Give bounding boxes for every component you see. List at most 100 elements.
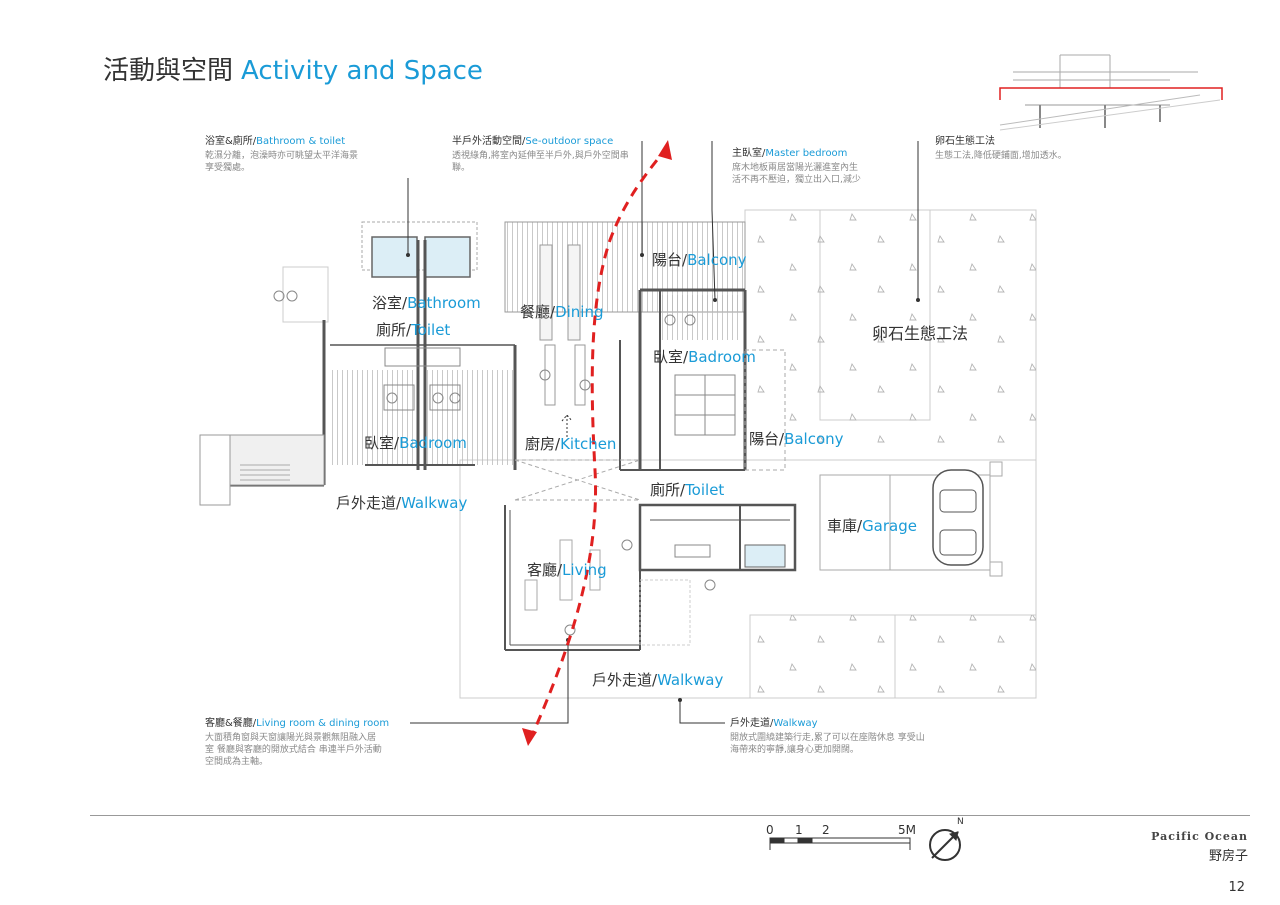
room-living-zh: 客廳/: [527, 561, 563, 579]
callout-master-zh: 主臥室/: [732, 148, 766, 159]
callout-pebble-zh: 卵石生態工法: [935, 136, 995, 147]
room-kitchen-zh: 廚房/: [525, 435, 561, 453]
north-arrow-icon: [929, 829, 961, 861]
callout-walkway-zh: 戶外走道/: [730, 718, 774, 729]
center-walls: [539, 244, 747, 471]
room-label-living: 客廳/Living: [527, 559, 607, 580]
callout-outdoor-body-1: 透視綠角,將室內延伸至半戶外,與戶外空間串: [452, 151, 629, 161]
callout-living-body-2: 室 餐廳與客廳的開放式結合 串連半戶外活動: [205, 745, 382, 755]
callout-outdoor-body-2: 聯。: [452, 163, 471, 173]
activity-path: [528, 149, 667, 741]
activity-path-arrow-top: [658, 140, 672, 160]
callout-bathroom-zh: 浴室&廁所/: [205, 136, 257, 147]
page-number: 12: [1228, 880, 1245, 895]
callout-bathroom: 浴室&廁所/Bathroom & toilet 乾濕分離，泡澡時亦可眺望太平洋海…: [205, 135, 358, 174]
callout-walkway-body-1: 開放式圍繞建築行走,累了可以在座階休息 享受山: [730, 733, 925, 743]
brand-en: Pacific Ocean: [1151, 830, 1248, 843]
callout-pebble-body-1: 生態工法,降低硬鋪面,增加透水。: [935, 151, 1067, 161]
callout-master-body-1: 席木地板兩居當陽光灑進室內生: [732, 163, 859, 173]
callout-bathroom-body-1: 乾濕分離，泡澡時亦可眺望太平洋海景: [205, 151, 359, 161]
room-label-toilet-mid: 廁所/Toilet: [650, 479, 724, 500]
up-arrow-icon: [561, 414, 573, 440]
room-bedroom-left-zh: 臥室/: [364, 434, 400, 452]
room-balcony-top-en: Balcony: [687, 251, 747, 269]
room-label-bedroom-right: 臥室/Badroom: [653, 346, 756, 367]
room-garage-zh: 車庫/: [827, 517, 863, 535]
room-bathroom-zh: 浴室/: [372, 294, 408, 312]
room-label-bathroom: 浴室/Bathroom: [372, 292, 481, 313]
callout-outdoor-zh: 半戶外活動空間/: [452, 136, 526, 147]
section-key-plan: [999, 54, 1223, 131]
room-walkway-bottom-en: Walkway: [657, 671, 724, 689]
callout-master-en: Master bedroom: [765, 148, 848, 159]
pebble-area-top: [745, 210, 1036, 460]
people-icons: [273, 290, 716, 636]
callout-walkway: 戶外走道/Walkway 開放式圍繞建築行走,累了可以在座階休息 享受山海帶來的…: [730, 717, 925, 756]
pebble-area-bottom: [750, 615, 1036, 698]
callout-walkway-en: Walkway: [773, 718, 818, 729]
callout-master: 主臥室/Master bedroom 席木地板兩居當陽光灑進室內生活不再不壓迫，…: [732, 147, 861, 186]
callout-walkway-body-2: 海帶來的寧靜,讓身心更加開闊。: [730, 745, 859, 755]
room-walkway-bottom-zh: 戶外走道/: [592, 671, 658, 689]
brand: Pacific Ocean 野房子: [1151, 830, 1248, 864]
room-balcony-top-zh: 陽台/: [652, 251, 688, 269]
room-walkway-left-en: Walkway: [401, 494, 468, 512]
room-label-pebble: 卵石生態工法: [872, 320, 968, 344]
callout-pebble: 卵石生態工法 生態工法,降低硬鋪面,增加透水。: [935, 135, 1067, 162]
room-bathroom-en: Bathroom: [407, 294, 481, 312]
room-label-balcony-mid: 陽台/Balcony: [749, 428, 844, 449]
page-title-zh: 活動與空間: [103, 56, 234, 86]
car-icon: [932, 469, 984, 566]
brand-zh: 野房子: [1208, 849, 1248, 864]
toilet-block: [638, 503, 797, 572]
room-walkway-left-zh: 戶外走道/: [336, 494, 402, 512]
callout-bathroom-en: Bathroom & toilet: [256, 136, 346, 147]
activity-path-arrow-bottom: [522, 728, 537, 746]
room-dining-zh: 餐廳/: [520, 303, 556, 321]
room-dining-en: Dining: [555, 303, 604, 321]
room-living-en: Living: [562, 561, 607, 579]
callout-outdoor: 半戶外活動空間/Se-outdoor space 透視綠角,將室內延伸至半戶外,…: [452, 135, 629, 174]
circulation-dashed: [514, 349, 786, 501]
callout-bathroom-body-2: 享受獨處。: [205, 163, 251, 173]
callout-outdoor-en: Se-outdoor space: [525, 136, 614, 147]
room-label-toilet-left: 廁所/Toilet: [376, 319, 450, 340]
deck-bedroom-left: [330, 370, 420, 465]
room-pebble-zh: 卵石生態工法: [872, 324, 969, 343]
room-bedroom-left-en: Badroom: [399, 434, 467, 452]
scale-label-5m: 5M: [898, 823, 916, 837]
scale-label-0: 0: [766, 823, 774, 837]
room-toilet-mid-en: Toilet: [685, 481, 725, 499]
callout-living: 客廳&餐廳/Living room & dining room 大面積角窗與天窗…: [205, 717, 389, 768]
room-label-balcony-top: 陽台/Balcony: [652, 249, 747, 270]
callout-living-body-1: 大面積角窗與天窗讓陽光與景觀無阻融入居: [205, 733, 377, 743]
deck-bedroom-left-2: [425, 370, 515, 465]
north-label: N: [957, 817, 964, 827]
room-bedroom-right-zh: 臥室/: [653, 348, 689, 366]
room-bedroom-right-en: Badroom: [688, 348, 756, 366]
room-balcony-mid-en: Balcony: [784, 430, 844, 448]
room-toilet-left-en: Toilet: [411, 321, 451, 339]
callout-living-en: Living room & dining room: [256, 718, 390, 729]
room-garage-en: Garage: [862, 517, 917, 535]
room-kitchen-en: Kitchen: [560, 435, 617, 453]
callout-master-body-2: 活不再不壓迫，獨立出入口,減少: [732, 175, 861, 185]
room-label-bedroom-left: 臥室/Badroom: [364, 432, 467, 453]
room-label-dining: 餐廳/Dining: [520, 301, 603, 322]
room-balcony-mid-zh: 陽台/: [749, 430, 785, 448]
stairs: [240, 464, 290, 481]
leader-lines: [407, 141, 919, 724]
scale-bar: [769, 837, 911, 850]
deck-master: [660, 295, 740, 340]
callout-living-body-3: 空間成為主軸。: [205, 757, 269, 767]
scale-label-1: 1: [795, 823, 803, 837]
room-label-garage: 車庫/Garage: [827, 515, 917, 536]
footer-divider: [90, 815, 1250, 816]
page-title-en: Activity and Space: [241, 56, 483, 86]
callout-living-zh: 客廳&餐廳/: [205, 718, 257, 729]
left-wing-walls: [199, 221, 517, 506]
room-toilet-mid-zh: 廁所/: [650, 481, 686, 499]
room-label-walkway-bottom: 戶外走道/Walkway: [592, 669, 723, 690]
